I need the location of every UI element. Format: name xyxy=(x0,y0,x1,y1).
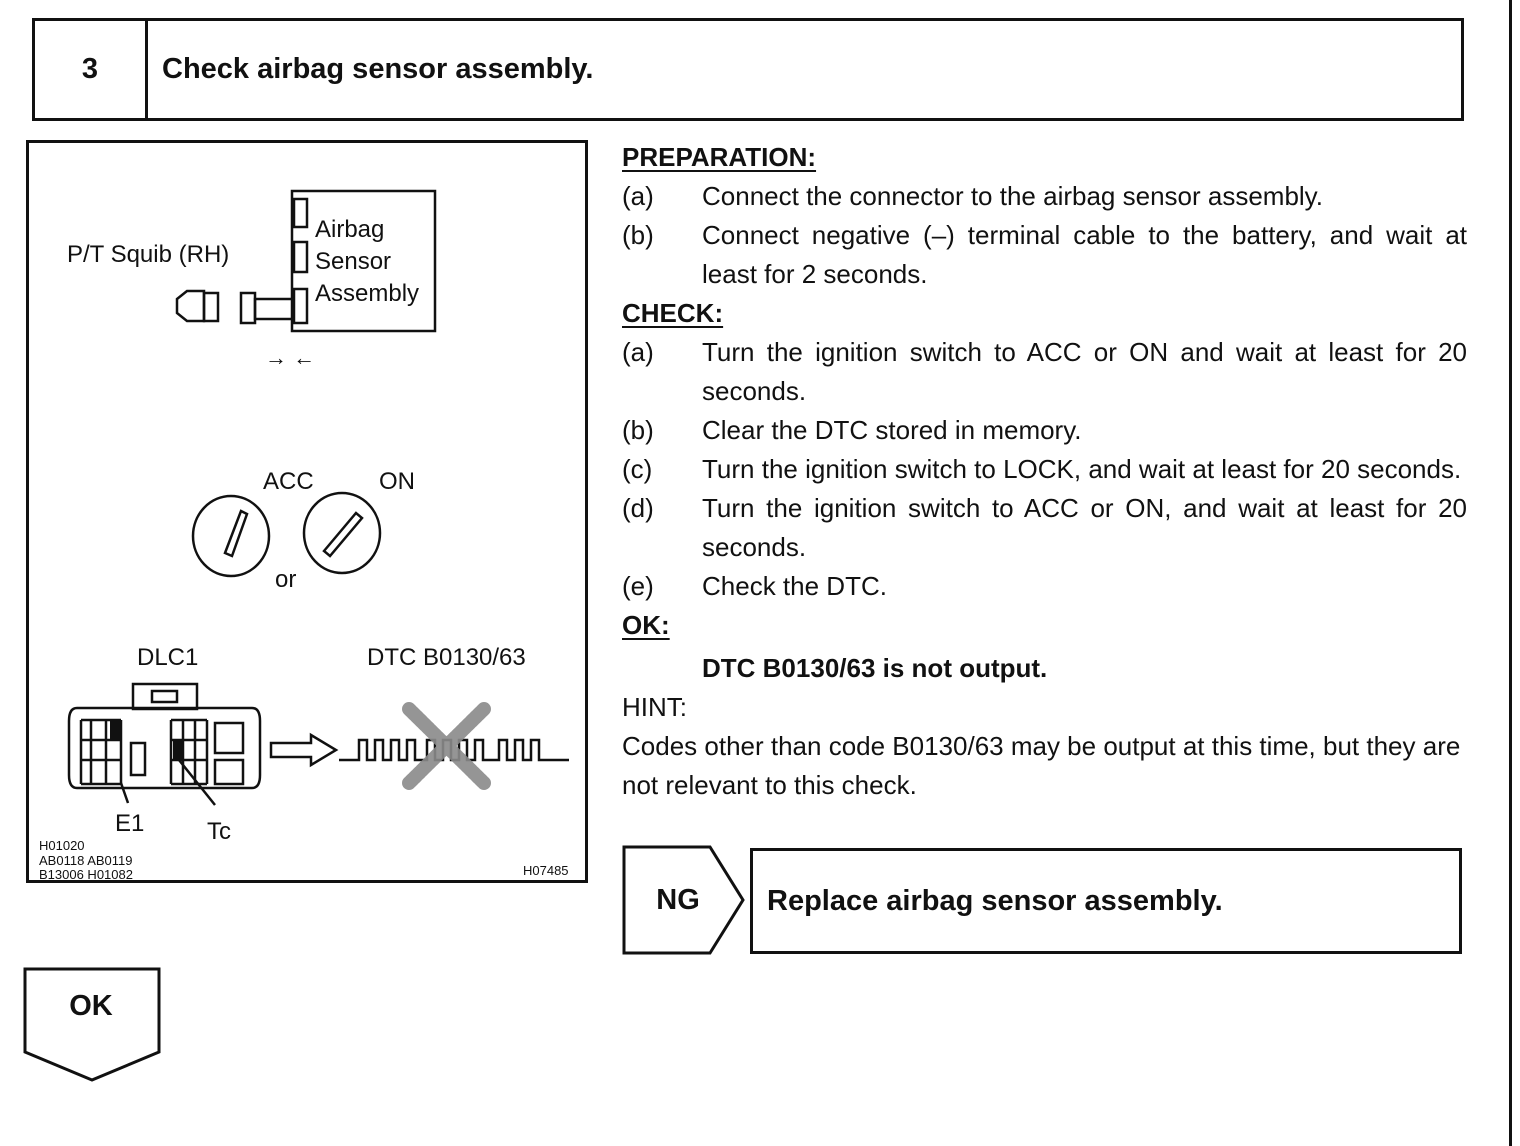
sensor-label-line3: Assembly xyxy=(315,280,419,307)
check-item: (b) Clear the DTC stored in memory. xyxy=(622,411,1467,450)
item-text: Check the DTC. xyxy=(702,571,887,601)
ng-arrow-shape xyxy=(622,845,745,955)
key-or-label: or xyxy=(275,566,296,593)
ref-code-left-2: AB0118 AB0119 xyxy=(39,853,133,868)
dlc1-terminal-grid-left xyxy=(79,718,123,786)
item-letter: (c) xyxy=(622,454,653,484)
preparation-heading: PREPARATION: xyxy=(622,142,817,172)
sensor-label-line2: Sensor xyxy=(315,248,391,275)
item-letter: (b) xyxy=(622,220,654,250)
key-cylinder-acc xyxy=(191,494,271,578)
dlc1-latch xyxy=(131,682,199,711)
sensor-pin xyxy=(292,287,309,325)
step-title: Check airbag sensor assembly. xyxy=(162,53,594,85)
ok-flow-label: OK xyxy=(69,990,113,1022)
item-text: Turn the ignition switch to ACC or ON an… xyxy=(702,337,1467,406)
e1-leader-line xyxy=(119,782,130,804)
tc-leader-line xyxy=(178,759,216,806)
check-item: (e) Check the DTC. xyxy=(622,567,1467,606)
dlc1-key-block xyxy=(213,721,245,755)
ok-heading: OK: xyxy=(622,610,670,640)
dtc-label: DTC B0130/63 xyxy=(367,644,526,671)
item-text: Connect the connector to the airbag sens… xyxy=(702,181,1323,211)
check-item: (a) Turn the ignition switch to ACC or O… xyxy=(622,333,1467,411)
sensor-pin xyxy=(292,240,309,274)
ok-flow-tag: OK xyxy=(22,966,164,1084)
dlc1-label: DLC1 xyxy=(137,644,198,671)
item-letter: (b) xyxy=(622,415,654,445)
ok-result-text: DTC B0130/63 is not output. xyxy=(702,653,1048,683)
hint-label: HINT: xyxy=(622,692,687,722)
connect-arrows: → ← xyxy=(265,345,315,370)
squib-connector-body xyxy=(202,291,220,323)
check-item: (c) Turn the ignition switch to LOCK, an… xyxy=(622,450,1467,489)
tc-terminal-marker xyxy=(173,740,183,760)
illustration-drawing: P/T Squib (RH) Airbag Sensor Assembly → … xyxy=(39,189,569,880)
dlc1-slot xyxy=(129,741,147,777)
dlc1-connector-outline xyxy=(67,706,262,790)
hint-text: Codes other than code B0130/63 may be ou… xyxy=(622,731,1461,800)
ref-code-left-3: B13006 H01082 xyxy=(39,867,133,880)
dlc1-key-block xyxy=(213,758,245,786)
dlc1-latch-slot xyxy=(150,689,179,704)
jumper-arrow-icon xyxy=(269,732,339,768)
terminal-e1-label: E1 xyxy=(115,810,144,837)
dtc-not-output-cross-icon xyxy=(402,702,491,790)
preparation-item: (a) Connect the connector to the airbag … xyxy=(622,177,1467,216)
sensor-connector-body xyxy=(253,297,295,321)
ng-label: NG xyxy=(656,883,700,916)
illustration-panel: P/T Squib (RH) Airbag Sensor Assembly → … xyxy=(26,140,588,883)
sensor-pin xyxy=(292,197,309,229)
ref-code-right: H07485 xyxy=(523,863,569,878)
squib-connector-plug xyxy=(175,289,206,323)
step-header: 3 Check airbag sensor assembly. xyxy=(32,18,1464,121)
item-text: Turn the ignition switch to ACC or ON, a… xyxy=(702,493,1467,562)
sensor-assembly-outline xyxy=(290,189,437,333)
preparation-item: (b) Connect negative (–) terminal cable … xyxy=(622,216,1467,294)
key-slot-acc-icon xyxy=(223,509,249,558)
item-letter: (a) xyxy=(622,337,654,367)
item-text: Connect negative (–) terminal cable to t… xyxy=(702,220,1467,289)
sensor-connector-plug xyxy=(239,291,257,325)
squib-label: P/T Squib (RH) xyxy=(67,241,229,268)
key-on-label: ON xyxy=(379,468,415,495)
sensor-label-line1: Airbag xyxy=(315,216,384,243)
item-letter: (a) xyxy=(622,181,654,211)
step-number: 3 xyxy=(35,21,148,118)
key-cylinder-on xyxy=(302,491,382,575)
item-letter: (e) xyxy=(622,571,654,601)
item-letter: (d) xyxy=(622,493,654,523)
item-text: Clear the DTC stored in memory. xyxy=(702,415,1082,445)
ng-action-box: Replace airbag sensor assembly. xyxy=(750,848,1462,954)
e1-terminal-marker xyxy=(110,720,121,740)
page-edge-rule xyxy=(1509,0,1512,1146)
instructions-column: PREPARATION: (a) Connect the connector t… xyxy=(622,138,1467,805)
item-text: Turn the ignition switch to LOCK, and wa… xyxy=(702,454,1462,484)
check-item: (d) Turn the ignition switch to ACC or O… xyxy=(622,489,1467,567)
key-slot-on-icon xyxy=(322,511,364,558)
ok-arrow-shape xyxy=(23,967,161,1082)
ng-tag: NG xyxy=(622,845,746,955)
key-acc-label: ACC xyxy=(263,468,314,495)
check-heading: CHECK: xyxy=(622,298,724,328)
ref-code-left-1: H01020 xyxy=(39,838,85,853)
terminal-tc-label: Tc xyxy=(207,818,231,845)
